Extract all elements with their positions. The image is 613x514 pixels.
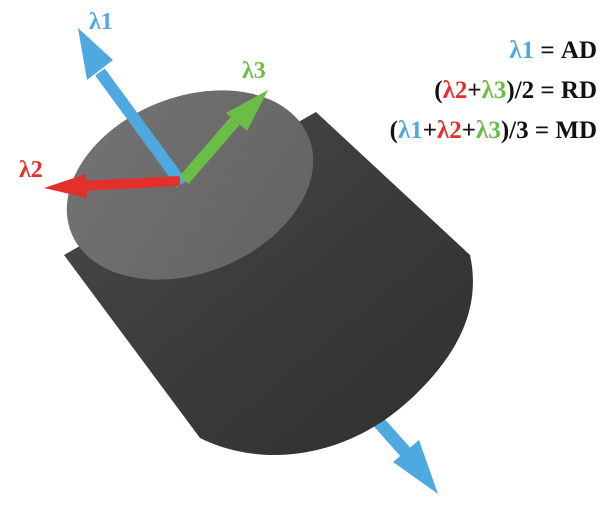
line3-part-2: + bbox=[423, 117, 437, 144]
equation-md: (λ1+λ2+λ3)/3 = MD bbox=[390, 117, 597, 144]
line2-part-3: λ3 bbox=[482, 77, 507, 104]
lambda3-arrow bbox=[179, 90, 268, 184]
line2-part-4: )/2 = RD bbox=[506, 77, 597, 104]
line3-part-3: λ2 bbox=[437, 117, 462, 144]
lambda2-arrow bbox=[44, 174, 181, 198]
lambda1-label: λ1 bbox=[89, 9, 113, 35]
line2-part-0: ( bbox=[434, 77, 442, 104]
line2-part-2: + bbox=[467, 77, 481, 104]
line1-part-0: λ1 bbox=[509, 37, 534, 64]
line3-part-6: )/3 = MD bbox=[501, 117, 597, 144]
equation-rd: (λ2+λ3)/2 = RD bbox=[434, 77, 597, 104]
line3-part-1: λ1 bbox=[398, 117, 423, 144]
cylinder bbox=[64, 90, 473, 456]
line2-part-1: λ2 bbox=[443, 77, 468, 104]
line3-part-0: ( bbox=[390, 117, 398, 144]
equation-ad: λ1 = AD bbox=[509, 37, 597, 64]
lambda1-arrow bbox=[78, 28, 187, 188]
line3-part-5: λ3 bbox=[476, 117, 501, 144]
line3-part-4: + bbox=[462, 117, 476, 144]
lambda3-label: λ3 bbox=[242, 58, 266, 84]
cylinder-top-face bbox=[66, 90, 314, 280]
lambda2-label: λ2 bbox=[19, 157, 43, 183]
line1-part-1: = AD bbox=[534, 37, 597, 64]
